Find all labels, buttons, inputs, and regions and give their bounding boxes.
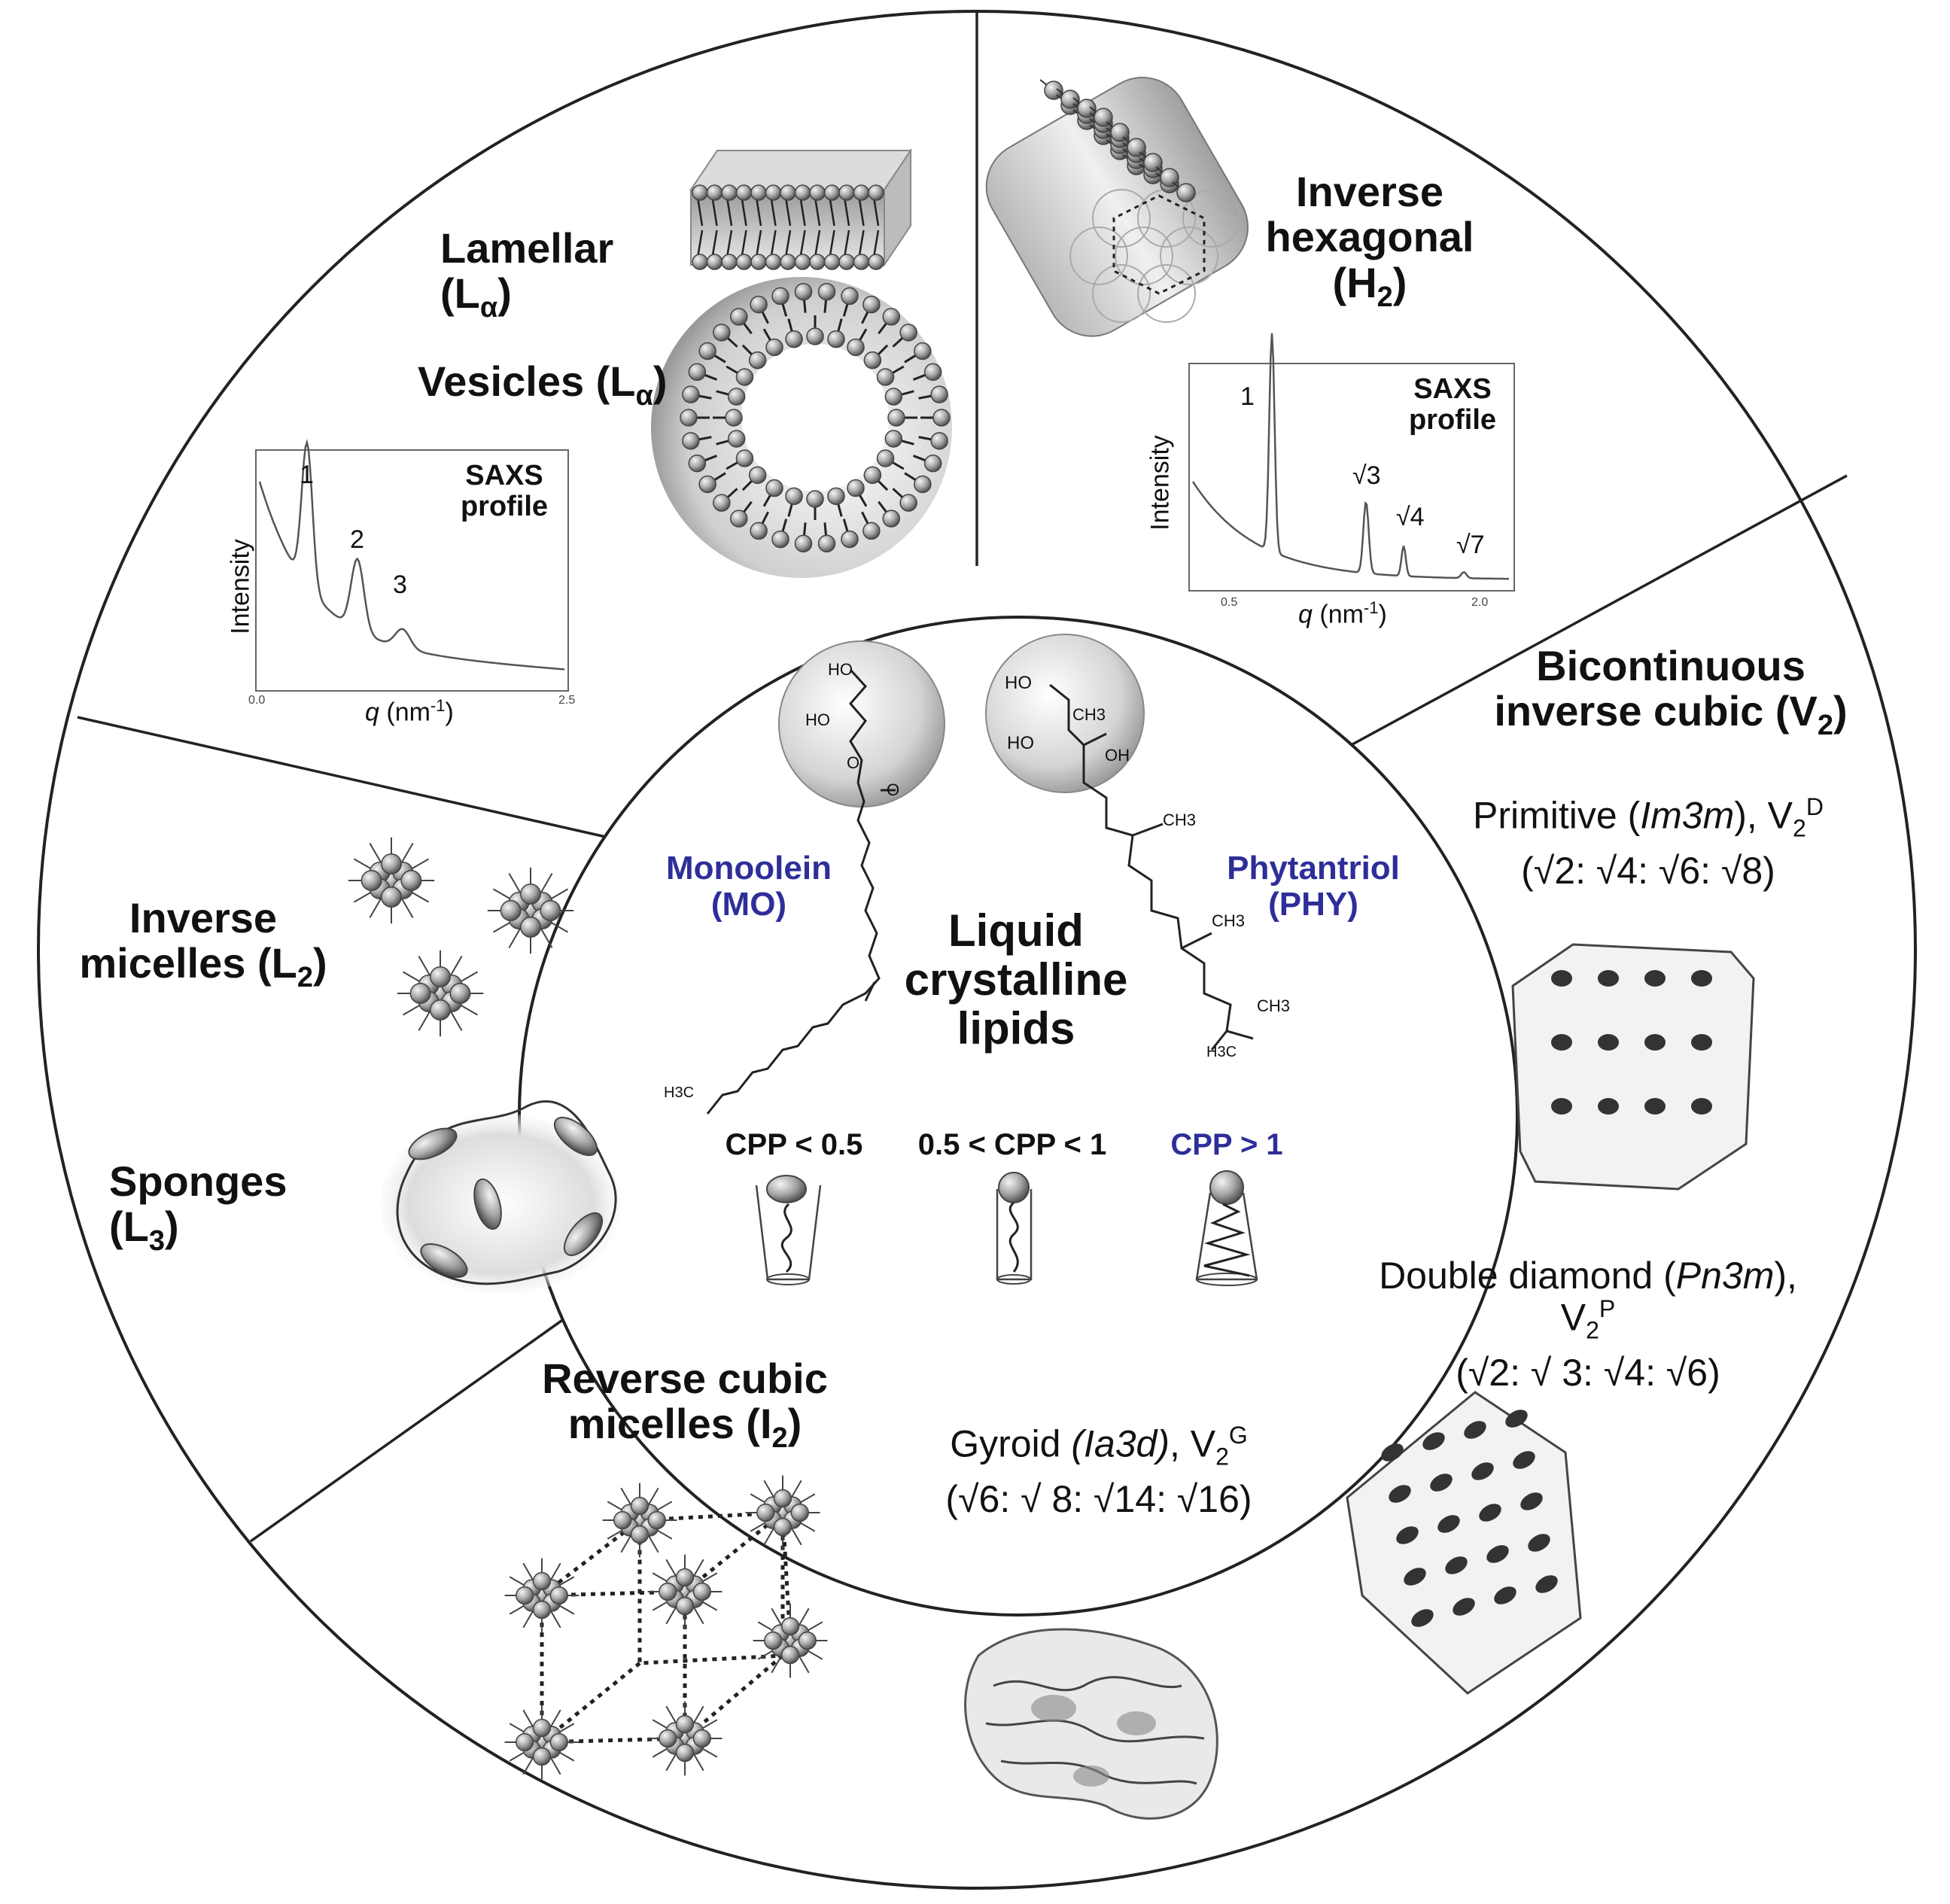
label-inverse-hexagonal: Inverse hexagonal (H2) bbox=[1265, 168, 1474, 314]
label-lamellar: Lamellar (Lα) bbox=[440, 224, 614, 324]
phy-ch3-1: CH3 bbox=[1163, 811, 1197, 829]
label-sponges: Sponges (L3) bbox=[109, 1157, 287, 1258]
phy-h3c: H3C bbox=[1206, 1044, 1237, 1060]
label-cpp-large: CPP > 1 bbox=[1170, 1128, 1283, 1161]
label-primitive: Primitive (Im3m), V2D (√2: √4: √6: √8) bbox=[1473, 793, 1824, 893]
monoolein-molecule bbox=[706, 640, 945, 1115]
saxs-left-peak-3: 3 bbox=[393, 570, 407, 599]
label-reverse-cubic: Reverse cubic micelles (I2) bbox=[542, 1355, 828, 1455]
saxs-right-xlabel: q (nm-1) bbox=[1298, 598, 1387, 629]
saxs-right-peak-sqrt4: √4 bbox=[1396, 503, 1425, 531]
mo-carbonyl-o: O bbox=[887, 780, 900, 799]
saxs-left-peak-1: 1 bbox=[300, 461, 314, 489]
saxs-left-plot bbox=[255, 439, 569, 692]
primitive-structure-graphic bbox=[1511, 943, 1755, 1191]
saxs-left-ylabel: Intensity bbox=[226, 539, 255, 634]
center-title: Liquid crystalline lipids bbox=[904, 905, 1128, 1054]
phy-oh: OH bbox=[1105, 746, 1130, 765]
sponge-phase-graphic bbox=[380, 1100, 621, 1294]
label-monoolein: Monoolein(MO) bbox=[666, 850, 832, 923]
label-vesicles: Vesicles (Lα) bbox=[418, 357, 668, 412]
mo-ho-1: HO bbox=[828, 660, 853, 679]
saxs-left-xlabel: q (nm-1) bbox=[365, 696, 454, 727]
label-bicontinuous: Bicontinuous inverse cubic (V2) bbox=[1494, 642, 1848, 742]
hexagonal-cylinders-graphic bbox=[985, 77, 1249, 337]
saxs-right-peak-sqrt7: √7 bbox=[1456, 531, 1485, 559]
saxs-right-plot bbox=[1188, 333, 1515, 592]
saxs-left-xtick-end: 2.5 bbox=[558, 694, 576, 707]
phy-ho-1: HO bbox=[1005, 673, 1032, 693]
phy-ch3-head: CH3 bbox=[1072, 705, 1106, 724]
label-double-diamond: Double diamond (Pn3m), V2P (√2: √ 3: √4:… bbox=[1379, 1255, 1797, 1395]
lamellar-bilayer-graphic bbox=[689, 148, 912, 270]
phy-ho-2: HO bbox=[1007, 733, 1034, 753]
mo-h3c: H3C bbox=[664, 1084, 695, 1101]
reverse-cubic-lattice-graphic bbox=[504, 1475, 828, 1780]
saxs-left-xtick-start: 0.0 bbox=[248, 694, 266, 707]
cpp-shape-small bbox=[755, 1175, 822, 1285]
double-diamond-structure-graphic bbox=[1346, 1391, 1582, 1695]
vesicle-graphic bbox=[651, 277, 952, 578]
label-gyroid: Gyroid (Ia3d), V2G (√6: √ 8: √14: √16) bbox=[945, 1422, 1252, 1521]
label-phytantriol: Phytantriol(PHY) bbox=[1227, 850, 1400, 923]
phy-ch3-2: CH3 bbox=[1212, 911, 1246, 930]
saxs-right-ylabel: Intensity bbox=[1145, 435, 1175, 531]
mo-ho-2: HO bbox=[805, 710, 830, 729]
saxs-left-peak-2: 2 bbox=[350, 525, 364, 554]
phy-ch3-3: CH3 bbox=[1257, 996, 1291, 1015]
saxs-right-peak-1: 1 bbox=[1240, 382, 1255, 411]
cpp-shape-large bbox=[1195, 1170, 1258, 1286]
label-inverse-micelles: Inverse micelles (L2) bbox=[79, 894, 327, 994]
label-cpp-small: CPP < 0.5 bbox=[725, 1128, 863, 1161]
gyroid-structure-graphic bbox=[964, 1628, 1218, 1820]
phytantriol-molecule bbox=[985, 634, 1254, 1051]
saxs-right-xtick-end: 2.0 bbox=[1471, 596, 1489, 609]
saxs-right-xtick-start: 0.5 bbox=[1221, 596, 1238, 609]
label-cpp-medium: 0.5 < CPP < 1 bbox=[917, 1128, 1107, 1161]
mo-ester-o: O bbox=[847, 753, 860, 772]
saxs-right-peak-sqrt3: √3 bbox=[1352, 461, 1381, 490]
inverse-micelles-graphic bbox=[348, 837, 574, 1037]
cpp-shape-medium bbox=[996, 1172, 1033, 1285]
